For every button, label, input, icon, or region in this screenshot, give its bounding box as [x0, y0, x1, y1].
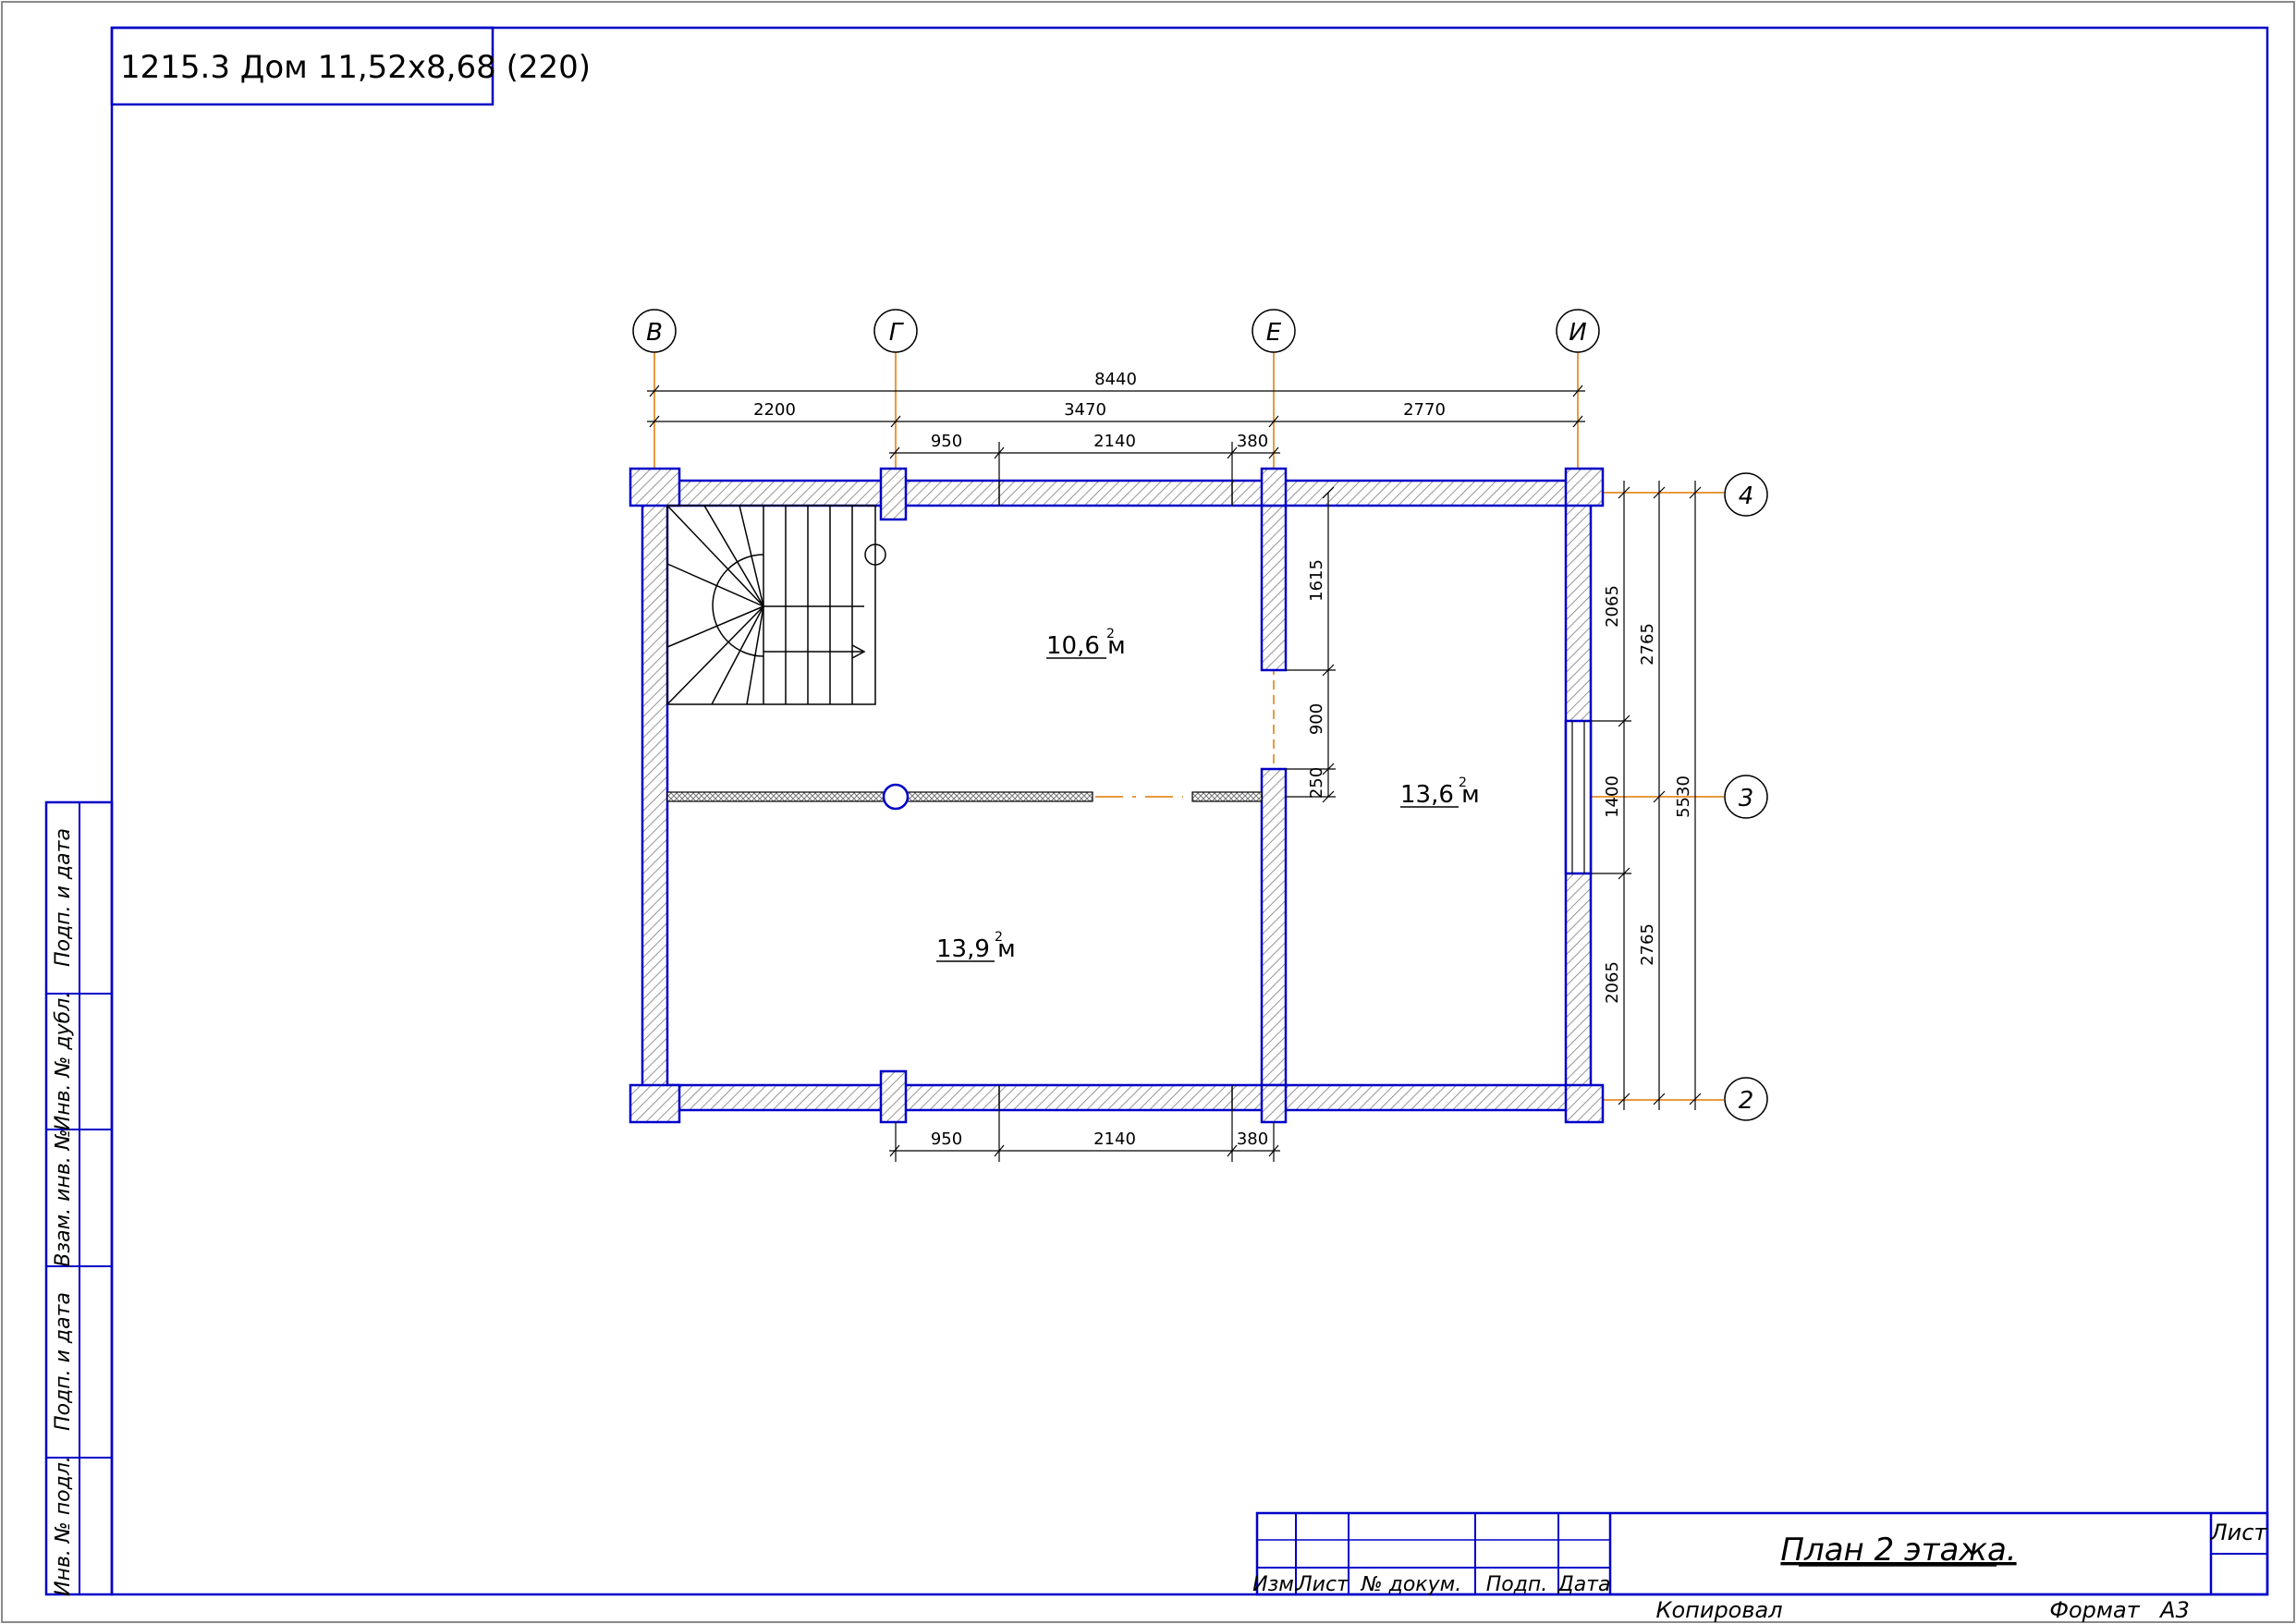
- dim-top-open-2: 2140: [1093, 432, 1136, 451]
- axis-label-3: 3: [1739, 785, 1754, 812]
- room-area-right: 13,6 м 2: [1400, 775, 1480, 809]
- dim-right-2: 1400: [1603, 775, 1622, 818]
- room-area-upper-left: 10,6 м 2: [1046, 627, 1126, 660]
- dim-top-overall: 8440: [1094, 370, 1137, 389]
- dim-bottom-open-2: 2140: [1093, 1129, 1136, 1149]
- axis-label-g: Г: [889, 319, 905, 347]
- stamp-sheet-label: Лист: [2210, 1520, 2268, 1545]
- interior-wall-lower: [1260, 767, 1288, 1087]
- room-area-sup: 2: [1106, 627, 1115, 641]
- axis-label-e: Е: [1266, 319, 1282, 347]
- side-label-replace-inv: Взам. инв. №: [52, 1129, 75, 1266]
- dim-top-open-1: 950: [931, 432, 962, 451]
- dim-right-1: 2065: [1603, 585, 1622, 628]
- dim-top-seg-1: 2200: [753, 400, 796, 420]
- side-label-dup-inv: Инв. № дубл.: [52, 992, 75, 1131]
- dim-half-1: 2765: [1638, 623, 1657, 665]
- dim-bottom-open-1: 950: [931, 1129, 962, 1149]
- dim-top-seg-3: 2770: [1403, 400, 1446, 420]
- axis-bubbles: В Г Е И 4 3 2: [632, 309, 1768, 1121]
- column-g-bottom: [879, 1069, 908, 1124]
- wall-cut-lines: [998, 481, 1233, 1110]
- partition: [666, 783, 1263, 811]
- axis-bubble-v: В: [632, 309, 677, 353]
- stamp-format-value: А3: [2158, 1597, 2190, 1623]
- dimension-texts: 8440 2200 3470 2770 950 2140 380 950 214…: [753, 370, 1693, 1149]
- dim-right-overall: 5530: [1674, 775, 1693, 818]
- interior-wall-upper: [1260, 504, 1288, 672]
- dim-interior-3: 250: [1307, 767, 1326, 799]
- stamp-copied-label: Копировал: [1655, 1597, 1782, 1623]
- room-area-sup: 2: [995, 930, 1003, 945]
- stamp-header-change: Изм.: [1252, 1573, 1301, 1596]
- dim-top-seg-2: 3470: [1064, 400, 1106, 420]
- side-label-orig-inv: Инв. № подл.: [52, 1456, 75, 1596]
- title-block: Изм. Лист № докум. Подп. Дата План 2 эта…: [1252, 1511, 2269, 1623]
- side-label-sign-date-2: Подп. и дата: [52, 1292, 75, 1431]
- dim-half-2: 2765: [1638, 923, 1657, 966]
- walls: [629, 467, 1605, 1124]
- stamp-header-signature: Подп.: [1486, 1573, 1548, 1596]
- side-label-sign-date-1: Подп. и дата: [52, 828, 75, 967]
- dim-interior-2: 900: [1307, 703, 1326, 735]
- axis-bubble-g: Г: [873, 309, 918, 353]
- axis-label-2: 2: [1739, 1087, 1754, 1115]
- axis-label-i: И: [1569, 319, 1586, 347]
- axis-lines: [653, 351, 1724, 1101]
- axis-bubble-4: 4: [1724, 472, 1768, 517]
- drawing-title: 1215.3 Дом 11,52х8,68 (220): [120, 49, 591, 86]
- stamp-header-date: Дата: [1557, 1573, 1611, 1596]
- axis-bubble-2: 2: [1724, 1077, 1768, 1121]
- column-g-top: [879, 467, 908, 521]
- dim-bottom-open-3: 380: [1237, 1129, 1268, 1149]
- room-area-text: 13,6 м: [1400, 781, 1480, 809]
- room-areas: 10,6 м 2 13,6 м 2 13,9 м 2: [936, 627, 1480, 963]
- stamp-header-sheet: Лист: [1296, 1573, 1350, 1596]
- dim-right-3: 2065: [1603, 961, 1622, 1004]
- staircase: [666, 505, 886, 705]
- room-area-text: 10,6 м: [1046, 632, 1126, 660]
- title-box: 1215.3 Дом 11,52х8,68 (220): [110, 26, 591, 106]
- room-area-text: 13,9 м: [936, 935, 1016, 963]
- side-stamp: Подп. и дата Инв. № дубл. Взам. инв. № П…: [44, 800, 114, 1596]
- stamp-format-label: Формат: [2049, 1597, 2140, 1623]
- axis-bubble-i: И: [1556, 309, 1600, 353]
- sheet-title: План 2 этажа.: [1780, 1532, 2016, 1569]
- room-area-lower-left: 13,9 м 2: [936, 930, 1016, 963]
- axis-label-4: 4: [1739, 482, 1754, 510]
- axis-bubble-3: 3: [1724, 775, 1768, 819]
- stamp-header-doc-no: № докум.: [1361, 1573, 1461, 1596]
- axis-bubble-e: Е: [1252, 309, 1296, 353]
- dim-top-open-3: 380: [1237, 432, 1268, 451]
- room-area-sup: 2: [1459, 775, 1467, 790]
- window-right: [1564, 719, 1593, 875]
- dim-interior-1: 1615: [1307, 559, 1326, 602]
- dimension-lines: [647, 385, 1702, 1162]
- axis-label-v: В: [646, 319, 663, 347]
- post-circle: [882, 783, 910, 811]
